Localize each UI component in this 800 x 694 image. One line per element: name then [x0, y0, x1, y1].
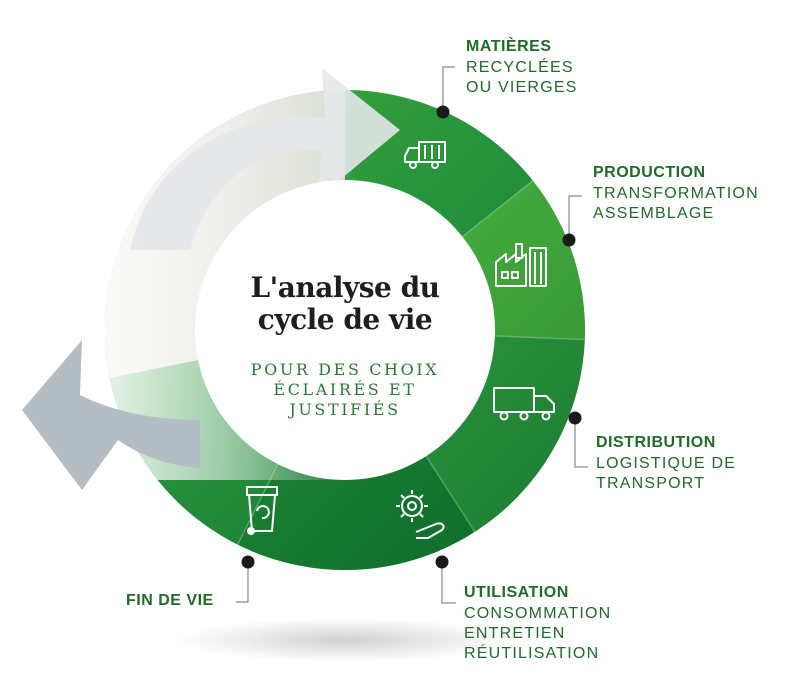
- factory-icon: [495, 243, 547, 287]
- stage-distribution-line-1: LOGISTIQUE DE: [596, 455, 737, 472]
- use-dot: [435, 555, 449, 569]
- delivery-truck-icon: [493, 387, 555, 421]
- center-subtitle: POUR DES CHOIX ÉCLAIRÉS ET JUSTIFIÉS: [200, 360, 490, 420]
- end-of-life-leader-line: [236, 562, 249, 603]
- stage-use-title: UTILISATION: [464, 584, 569, 601]
- stage-production-line-2: ASSEMBLAGE: [593, 205, 715, 222]
- materials-leader-line: [442, 66, 455, 112]
- stage-distribution-line-2: TRANSPORT: [596, 475, 706, 492]
- cycle-arrow-top: [130, 68, 400, 250]
- stage-materials-line-1: RECYCLÉES: [466, 59, 574, 76]
- garbage-truck-icon: [404, 141, 446, 169]
- center-subtitle-line-1: POUR DES CHOIX: [250, 360, 440, 379]
- end-of-life-dot: [241, 555, 255, 569]
- stage-materials-line-2: OU VIERGES: [466, 79, 578, 96]
- stage-use-line-1: CONSOMMATION: [464, 605, 612, 622]
- center-title-line-2: cycle de vie: [257, 303, 433, 336]
- center-subtitle-line-3: JUSTIFIÉS: [289, 400, 401, 419]
- center-title: L'analyse du cycle de vie: [210, 272, 480, 336]
- stage-use-line-3: RÉUTILISATION: [464, 645, 600, 662]
- stage-production-line-1: TRANSFORMATION: [593, 185, 759, 202]
- production-leader-line: [568, 195, 582, 240]
- stage-production-title: PRODUCTION: [593, 164, 706, 181]
- use-leader-line: [441, 562, 456, 604]
- stage-materials-title: MATIÈRES: [466, 38, 552, 55]
- distribution-dot: [568, 411, 582, 425]
- stage-distribution-title: DISTRIBUTION: [596, 434, 716, 451]
- distribution-leader-line: [574, 418, 588, 468]
- cycle-arrow-left: [22, 340, 200, 490]
- materials-dot: [436, 105, 450, 119]
- recycling-bin-icon: [246, 486, 278, 535]
- gear-hand-icon: [396, 490, 445, 539]
- stage-use-line-2: ENTRETIEN: [464, 625, 566, 642]
- production-dot: [562, 233, 576, 247]
- center-subtitle-line-2: ÉCLAIRÉS ET: [273, 380, 417, 399]
- center-title-line-1: L'analyse du: [250, 271, 440, 304]
- ground-shadow: [175, 618, 515, 662]
- center-disc: [195, 180, 495, 480]
- stage-end-of-life-title: FIN DE VIE: [126, 592, 214, 609]
